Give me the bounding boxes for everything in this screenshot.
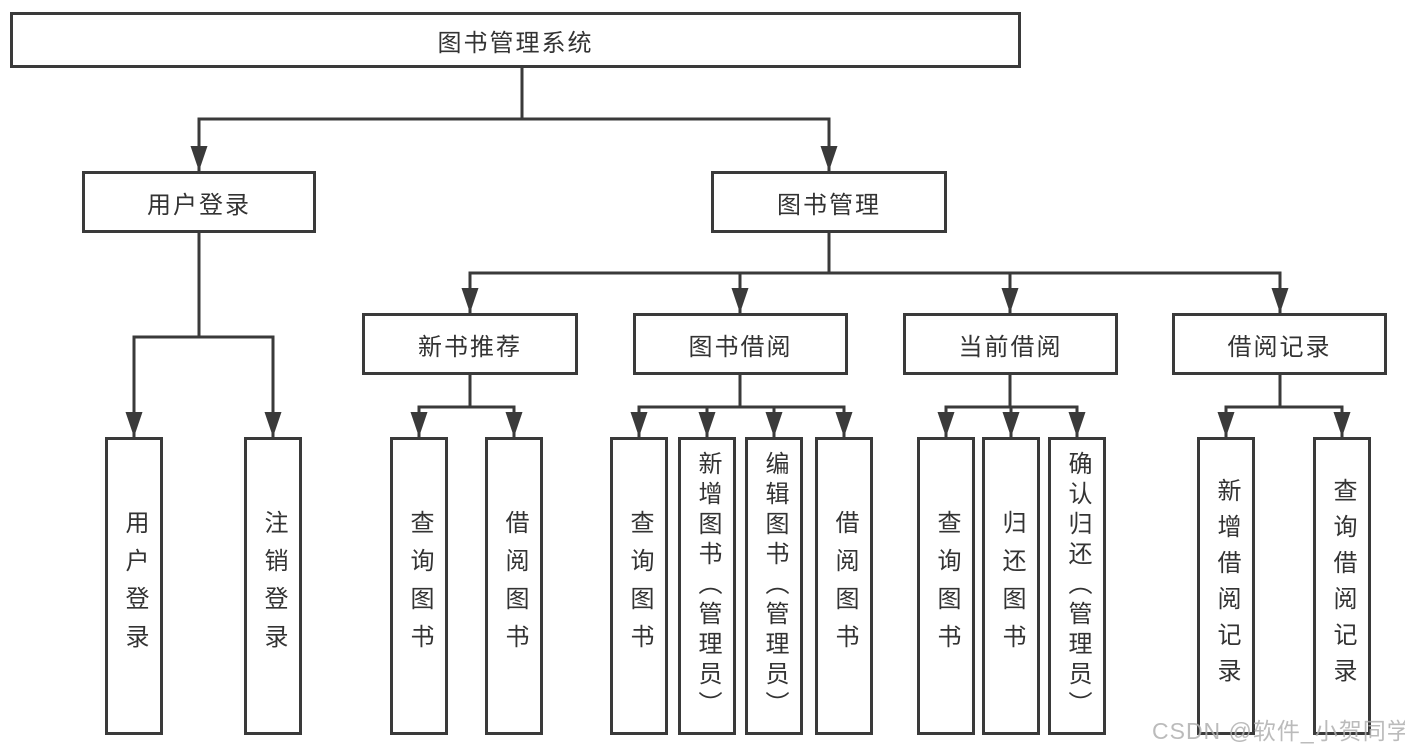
node-label: 查询图书: [626, 510, 653, 662]
node-label: 归还图书: [998, 510, 1025, 662]
node-current-borrow: 当前借阅: [903, 313, 1118, 375]
node-label: 新增图书（管理员）: [694, 451, 721, 721]
node-user-login: 用户登录: [82, 171, 316, 233]
node-label: 新书推荐: [418, 333, 522, 361]
node-label: 新增借阅记录: [1213, 478, 1240, 694]
node-label: 注销登录: [260, 510, 287, 662]
leaf-borrow-books: 借阅图书: [815, 437, 873, 735]
node-new-book-recommend: 新书推荐: [362, 313, 578, 375]
connector-user-login-children: [125, 233, 282, 437]
node-label: 图书管理: [777, 191, 881, 219]
node-label: 用户登录: [121, 510, 148, 662]
leaf-confirm-return-admin: 确认归还（管理员）: [1048, 437, 1106, 735]
leaf-add-borrow-record: 新增借阅记录: [1197, 437, 1255, 735]
leaf-query-books-borrow: 查询图书: [610, 437, 668, 735]
leaf-borrow-books-recommend: 借阅图书: [485, 437, 543, 735]
connector-book-borrow-children: [630, 375, 853, 437]
node-book-borrow: 图书借阅: [633, 313, 848, 375]
node-label: 借阅图书: [831, 510, 858, 662]
connector-borrow-record-children: [1217, 375, 1351, 437]
node-label: 用户登录: [147, 191, 251, 219]
leaf-return-books: 归还图书: [982, 437, 1040, 735]
leaf-add-books-admin: 新增图书（管理员）: [678, 437, 736, 735]
node-borrow-record: 借阅记录: [1172, 313, 1387, 375]
csdn-watermark: CSDN @软件_小贺同学: [1152, 718, 1405, 744]
connector-new-book-children: [410, 375, 523, 437]
node-label: 查询图书: [933, 510, 960, 662]
leaf-query-books-recommend: 查询图书: [390, 437, 448, 735]
connector-current-borrow-children: [937, 375, 1086, 437]
node-label: 确认归还（管理员）: [1064, 451, 1091, 721]
leaf-user-login: 用户登录: [105, 437, 163, 735]
connector-book-mgmt-children: [461, 233, 1289, 313]
node-label: 当前借阅: [958, 333, 1063, 361]
node-label: 图书管理系统: [437, 29, 594, 57]
node-label: 借阅图书: [501, 510, 528, 662]
node-root-library-system: 图书管理系统: [10, 12, 1021, 68]
node-label: 借阅记录: [1227, 333, 1332, 361]
leaf-query-books-current: 查询图书: [917, 437, 975, 735]
node-book-management: 图书管理: [711, 171, 947, 233]
leaf-edit-books-admin: 编辑图书（管理员）: [745, 437, 803, 735]
node-label: 图书借阅: [688, 333, 793, 361]
node-label: 编辑图书（管理员）: [761, 451, 788, 721]
leaf-query-borrow-record: 查询借阅记录: [1313, 437, 1371, 735]
node-label: 查询借阅记录: [1329, 478, 1356, 694]
leaf-logout: 注销登录: [244, 437, 302, 735]
connector-root-to-level2: [190, 65, 838, 171]
node-label: 查询图书: [406, 510, 433, 662]
